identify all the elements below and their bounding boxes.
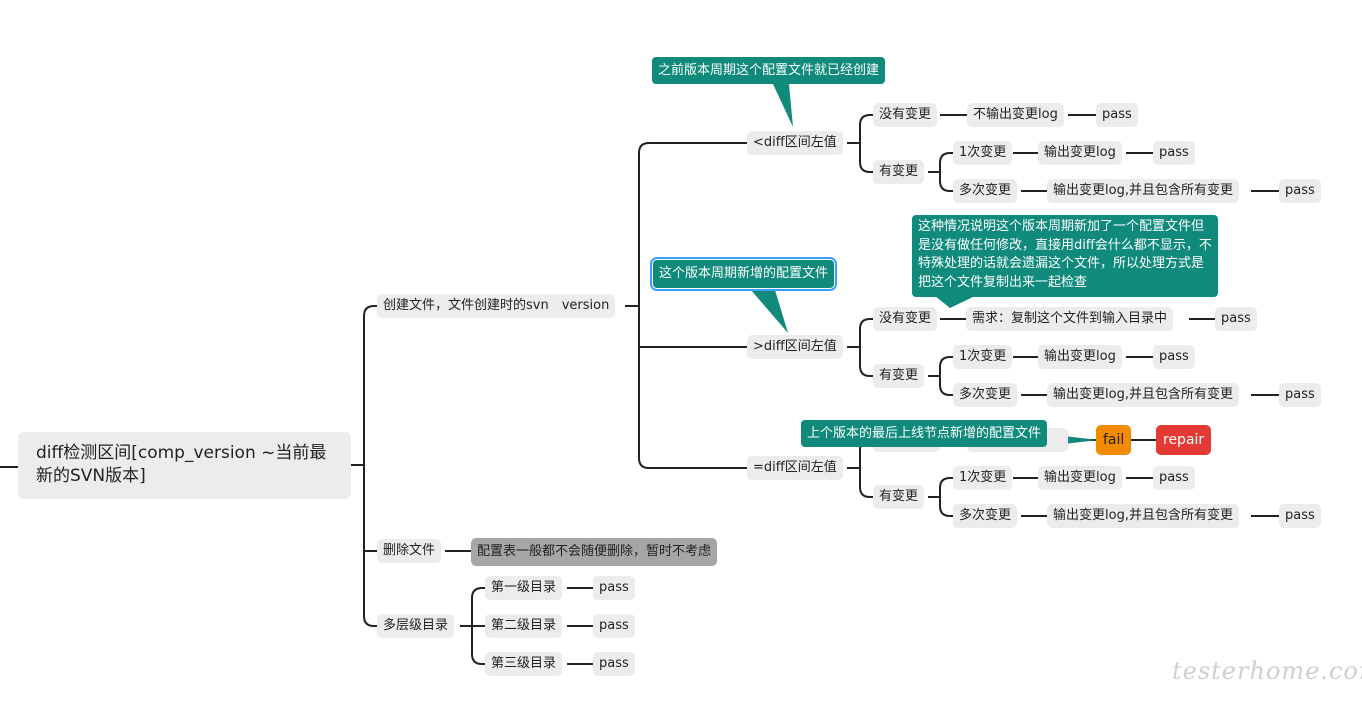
- node-gt-no-change[interactable]: 没有变更: [873, 307, 938, 331]
- callout-gt[interactable]: 这个版本周期新增的配置文件: [649, 257, 838, 291]
- tag-repair[interactable]: repair: [1156, 425, 1212, 455]
- node-eq-multi[interactable]: 多次变更: [953, 504, 1018, 528]
- node-delete-file[interactable]: 删除文件: [377, 539, 442, 563]
- root-node[interactable]: diff检测区间[comp_version ~当前最新的SVN版本]: [18, 432, 351, 499]
- node-eq-changed[interactable]: 有变更: [873, 485, 925, 509]
- node-eq-once[interactable]: 1次变更: [953, 466, 1013, 490]
- node-eq-once-action[interactable]: 输出变更log: [1038, 466, 1122, 490]
- tag-fail[interactable]: fail: [1096, 425, 1132, 455]
- watermark: testerhome.com: [1172, 657, 1362, 685]
- node-lt-once-pass[interactable]: pass: [1153, 141, 1195, 165]
- node-gt-once[interactable]: 1次变更: [953, 345, 1013, 369]
- node-lt-no-change-action[interactable]: 不输出变更log: [967, 103, 1064, 127]
- node-gt-multi-pass[interactable]: pass: [1279, 383, 1321, 407]
- node-lt-once-action[interactable]: 输出变更log: [1038, 141, 1122, 165]
- node-level-2-dir[interactable]: 第二级目录: [485, 614, 563, 638]
- node-gt-multi[interactable]: 多次变更: [953, 383, 1018, 407]
- node-eq-once-pass[interactable]: pass: [1153, 466, 1195, 490]
- node-level-3-pass[interactable]: pass: [593, 652, 635, 676]
- node-level-1-pass[interactable]: pass: [593, 576, 635, 600]
- callout-gt-explanation[interactable]: 这种情况说明这个版本周期新加了一个配置文件但是没有做任何修改，直接用diff会什…: [912, 215, 1218, 297]
- callout-lt[interactable]: 之前版本周期这个配置文件就已经创建: [652, 57, 886, 84]
- node-lt-multi-pass[interactable]: pass: [1279, 179, 1321, 203]
- node-eq-left[interactable]: =diff区间左值: [747, 456, 843, 480]
- callout-eq[interactable]: 上个版本的最后上线节点新增的配置文件: [801, 420, 1048, 447]
- node-lt-left[interactable]: <diff区间左值: [747, 131, 843, 155]
- node-gt-multi-action[interactable]: 输出变更log,并且包含所有变更: [1047, 383, 1239, 407]
- node-lt-no-change-pass[interactable]: pass: [1096, 103, 1138, 127]
- node-lt-multi[interactable]: 多次变更: [953, 179, 1018, 203]
- node-lt-no-change[interactable]: 没有变更: [873, 103, 938, 127]
- node-multilevel-dir[interactable]: 多层级目录: [377, 614, 455, 638]
- node-gt-no-change-pass[interactable]: pass: [1215, 307, 1257, 331]
- node-gt-no-change-action[interactable]: 需求：复制这个文件到输入目录中: [966, 307, 1174, 331]
- node-lt-once[interactable]: 1次变更: [953, 141, 1013, 165]
- node-lt-changed[interactable]: 有变更: [873, 160, 925, 184]
- node-lt-multi-action[interactable]: 输出变更log,并且包含所有变更: [1047, 179, 1239, 203]
- node-eq-multi-pass[interactable]: pass: [1279, 504, 1321, 528]
- node-gt-once-action[interactable]: 输出变更log: [1038, 345, 1122, 369]
- node-gt-left[interactable]: >diff区间左值: [747, 335, 843, 359]
- node-level-3-dir[interactable]: 第三级目录: [485, 652, 563, 676]
- delete-note[interactable]: 配置表一般都不会随便删除，暂时不考虑: [471, 538, 718, 566]
- node-level-2-pass[interactable]: pass: [593, 614, 635, 638]
- node-eq-multi-action[interactable]: 输出变更log,并且包含所有变更: [1047, 504, 1239, 528]
- node-level-1-dir[interactable]: 第一级目录: [485, 576, 563, 600]
- node-gt-once-pass[interactable]: pass: [1153, 345, 1195, 369]
- node-gt-changed[interactable]: 有变更: [873, 364, 925, 388]
- node-create-file[interactable]: 创建文件，文件创建时的svn version: [377, 294, 616, 318]
